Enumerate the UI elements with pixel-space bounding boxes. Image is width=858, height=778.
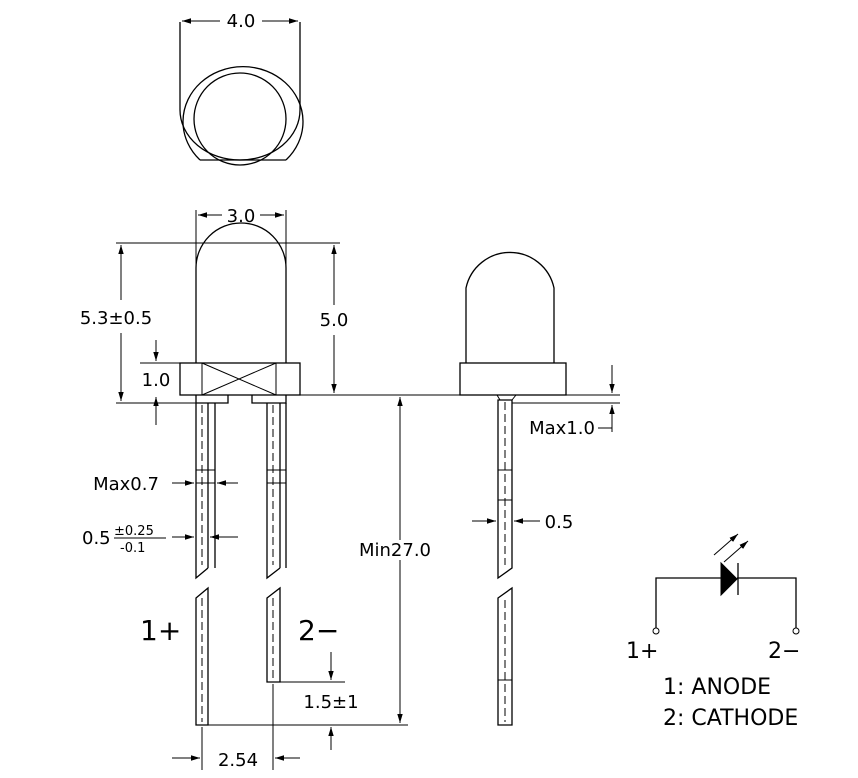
lead-thickness-tol-plus: ±0.25 [114, 524, 154, 539]
lead-thickness-label: 0.5 [82, 528, 111, 549]
legend-anode: 1: ANODE [663, 675, 771, 700]
led-symbol: 1+ 2− 1: ANODE 2: CATHODE [626, 533, 800, 731]
top-view-outer-body [182, 65, 304, 161]
pin1-label: 1+ [140, 614, 181, 647]
dome-width-label: 3.0 [227, 206, 256, 227]
lead-diff-label: 1.5±1 [303, 692, 358, 713]
top-view-lens-circle [193, 72, 287, 166]
profile-flange [459, 362, 567, 396]
led-flange [179, 362, 301, 396]
anode-terminal [652, 627, 660, 635]
dome-height-label: 5.0 [320, 310, 349, 331]
profile-lead-lower [497, 586, 513, 726]
standoff-right [251, 395, 287, 404]
profile-lead-bevel-b [511, 394, 517, 401]
symbol-anode-wire [655, 577, 722, 628]
lead-width-label: Max0.7 [93, 474, 159, 495]
legend-cathode: 2: CATHODE [663, 706, 798, 731]
symbol-pin1-label: 1+ [626, 639, 658, 664]
overall-height-label: 5.3±0.5 [80, 308, 152, 329]
lead-1-upper [195, 403, 216, 580]
flange-height-label: 1.0 [142, 370, 171, 391]
diode-triangle-icon [720, 561, 738, 597]
lead-1-lower [195, 586, 209, 726]
profile-view: Max1.0 0.5 [459, 251, 620, 726]
standoff-label: Max1.0 [529, 418, 595, 439]
led-dome [195, 222, 287, 363]
flange-cross-b [201, 362, 277, 396]
profile-dome [465, 251, 555, 363]
standoff-left [195, 395, 229, 404]
symbol-pin2-label: 2− [768, 639, 800, 664]
profile-lead-label: 0.5 [545, 512, 574, 533]
light-arrow-icon-2 [723, 540, 749, 563]
lead-length-label: Min27.0 [359, 540, 431, 561]
profile-lead-bevel-a [496, 394, 501, 401]
profile-lead-upper [497, 399, 513, 580]
lead-pitch-label: 2.54 [218, 750, 258, 771]
light-arrow-icon-1 [713, 533, 739, 556]
top-view: 4.0 [179, 11, 304, 166]
side-view: 3.0 5.3±0.5 5.0 1.0 Max0.7 0.5 ±0.25 -0.… [80, 206, 520, 771]
pin2-label: 2− [298, 614, 339, 647]
lead-2-upper [266, 403, 287, 580]
symbol-cathode-wire [737, 577, 797, 628]
cathode-terminal [792, 627, 800, 635]
lead-2-lower [266, 586, 281, 683]
lead-thickness-tol-minus: -0.1 [120, 541, 145, 556]
top-width-label: 4.0 [227, 11, 256, 32]
